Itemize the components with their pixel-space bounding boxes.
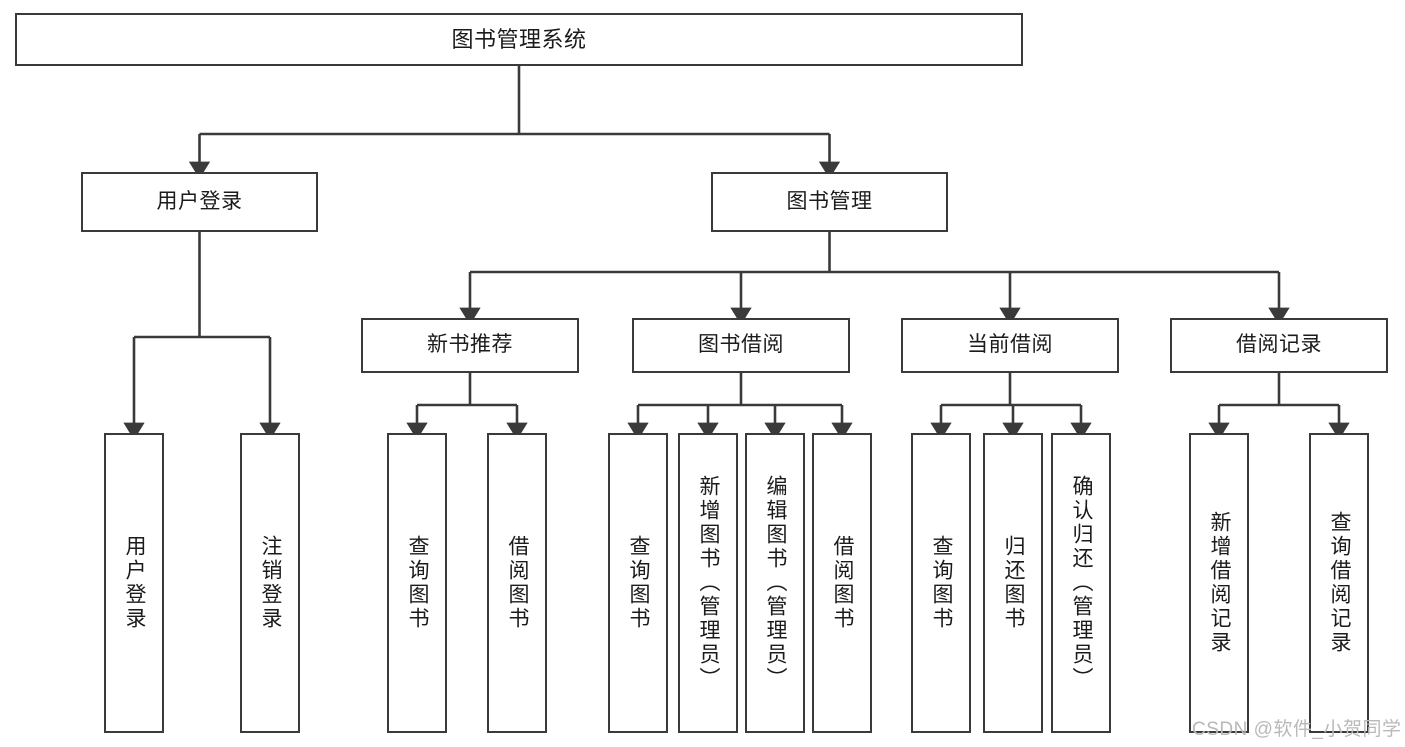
node-leaf-borrow-book-1[interactable]: 借阅图书 — [487, 433, 547, 733]
node-borrow-record[interactable]: 借阅记录 — [1170, 318, 1388, 373]
node-leaf-query-book-2-label: 查询图书 — [627, 535, 651, 631]
root-node-book-management-system-label: 图书管理系统 — [451, 26, 587, 52]
node-leaf-user-logout-label: 注销登录 — [259, 535, 283, 631]
node-leaf-add-book-label: 新增图书（管理员） — [697, 475, 721, 691]
node-leaf-user-logout[interactable]: 注销登录 — [240, 433, 300, 733]
node-leaf-query-book-3[interactable]: 查询图书 — [911, 433, 971, 733]
node-book-borrow[interactable]: 图书借阅 — [632, 318, 850, 373]
watermark-text: CSDN @软件_小贺同学 — [1192, 719, 1402, 740]
node-new-book-recommend[interactable]: 新书推荐 — [361, 318, 579, 373]
root-node-book-management-system[interactable]: 图书管理系统 — [15, 13, 1023, 66]
node-leaf-return-book[interactable]: 归还图书 — [983, 433, 1043, 733]
node-new-book-recommend-label: 新书推荐 — [427, 333, 513, 357]
node-leaf-query-record-label: 查询借阅记录 — [1328, 511, 1352, 655]
node-leaf-query-book-1-label: 查询图书 — [406, 535, 430, 631]
node-user-login[interactable]: 用户登录 — [81, 172, 318, 232]
node-leaf-borrow-book-2-label: 借阅图书 — [831, 535, 855, 631]
node-leaf-add-record-label: 新增借阅记录 — [1208, 511, 1232, 655]
node-leaf-add-record[interactable]: 新增借阅记录 — [1189, 433, 1249, 733]
node-leaf-query-book-2[interactable]: 查询图书 — [608, 433, 668, 733]
node-leaf-borrow-book-2[interactable]: 借阅图书 — [812, 433, 872, 733]
node-book-manage-label: 图书管理 — [786, 189, 873, 213]
node-leaf-borrow-book-1-label: 借阅图书 — [506, 535, 530, 631]
node-leaf-user-login-label: 用户登录 — [123, 535, 147, 631]
node-borrow-record-label: 借阅记录 — [1236, 333, 1322, 357]
node-book-borrow-label: 图书借阅 — [698, 333, 784, 357]
node-leaf-confirm-return-label: 确认归还（管理员） — [1070, 475, 1094, 691]
node-leaf-confirm-return[interactable]: 确认归还（管理员） — [1051, 433, 1111, 733]
node-current-borrow-label: 当前借阅 — [967, 333, 1053, 357]
node-leaf-edit-book-label: 编辑图书（管理员） — [764, 475, 788, 691]
node-current-borrow[interactable]: 当前借阅 — [901, 318, 1119, 373]
node-book-manage[interactable]: 图书管理 — [711, 172, 948, 232]
node-leaf-user-login[interactable]: 用户登录 — [104, 433, 164, 733]
node-leaf-query-book-1[interactable]: 查询图书 — [387, 433, 447, 733]
node-leaf-query-book-3-label: 查询图书 — [930, 535, 954, 631]
node-leaf-query-record[interactable]: 查询借阅记录 — [1309, 433, 1369, 733]
node-leaf-edit-book[interactable]: 编辑图书（管理员） — [745, 433, 805, 733]
node-leaf-add-book[interactable]: 新增图书（管理员） — [678, 433, 738, 733]
node-leaf-return-book-label: 归还图书 — [1002, 535, 1026, 631]
node-user-login-label: 用户登录 — [156, 189, 243, 213]
